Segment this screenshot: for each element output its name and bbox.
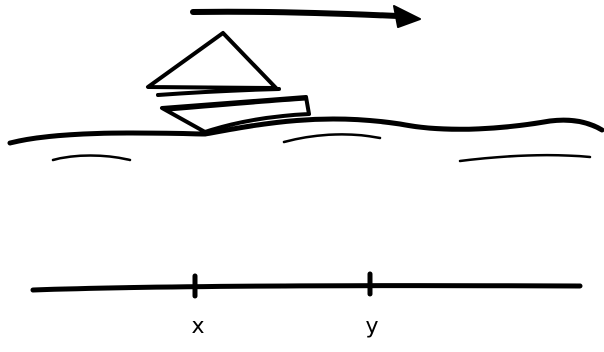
water-surface [7, 116, 604, 146]
arrow-head [393, 5, 421, 28]
wave-mark-left [51, 154, 132, 162]
wave-mark-center [282, 133, 382, 144]
hull-line [166, 97, 308, 112]
motion-arrow [190, 5, 421, 28]
number-line: x y [30, 271, 583, 339]
arrow-shaft [190, 8, 401, 19]
sail [146, 31, 278, 90]
sailboat [146, 31, 311, 134]
hull [160, 95, 311, 134]
number-line-axis [30, 283, 583, 293]
label-x: x [191, 314, 204, 339]
sail-boom [156, 87, 281, 97]
wave-mark-right [458, 153, 592, 163]
label-y: y [365, 314, 378, 339]
